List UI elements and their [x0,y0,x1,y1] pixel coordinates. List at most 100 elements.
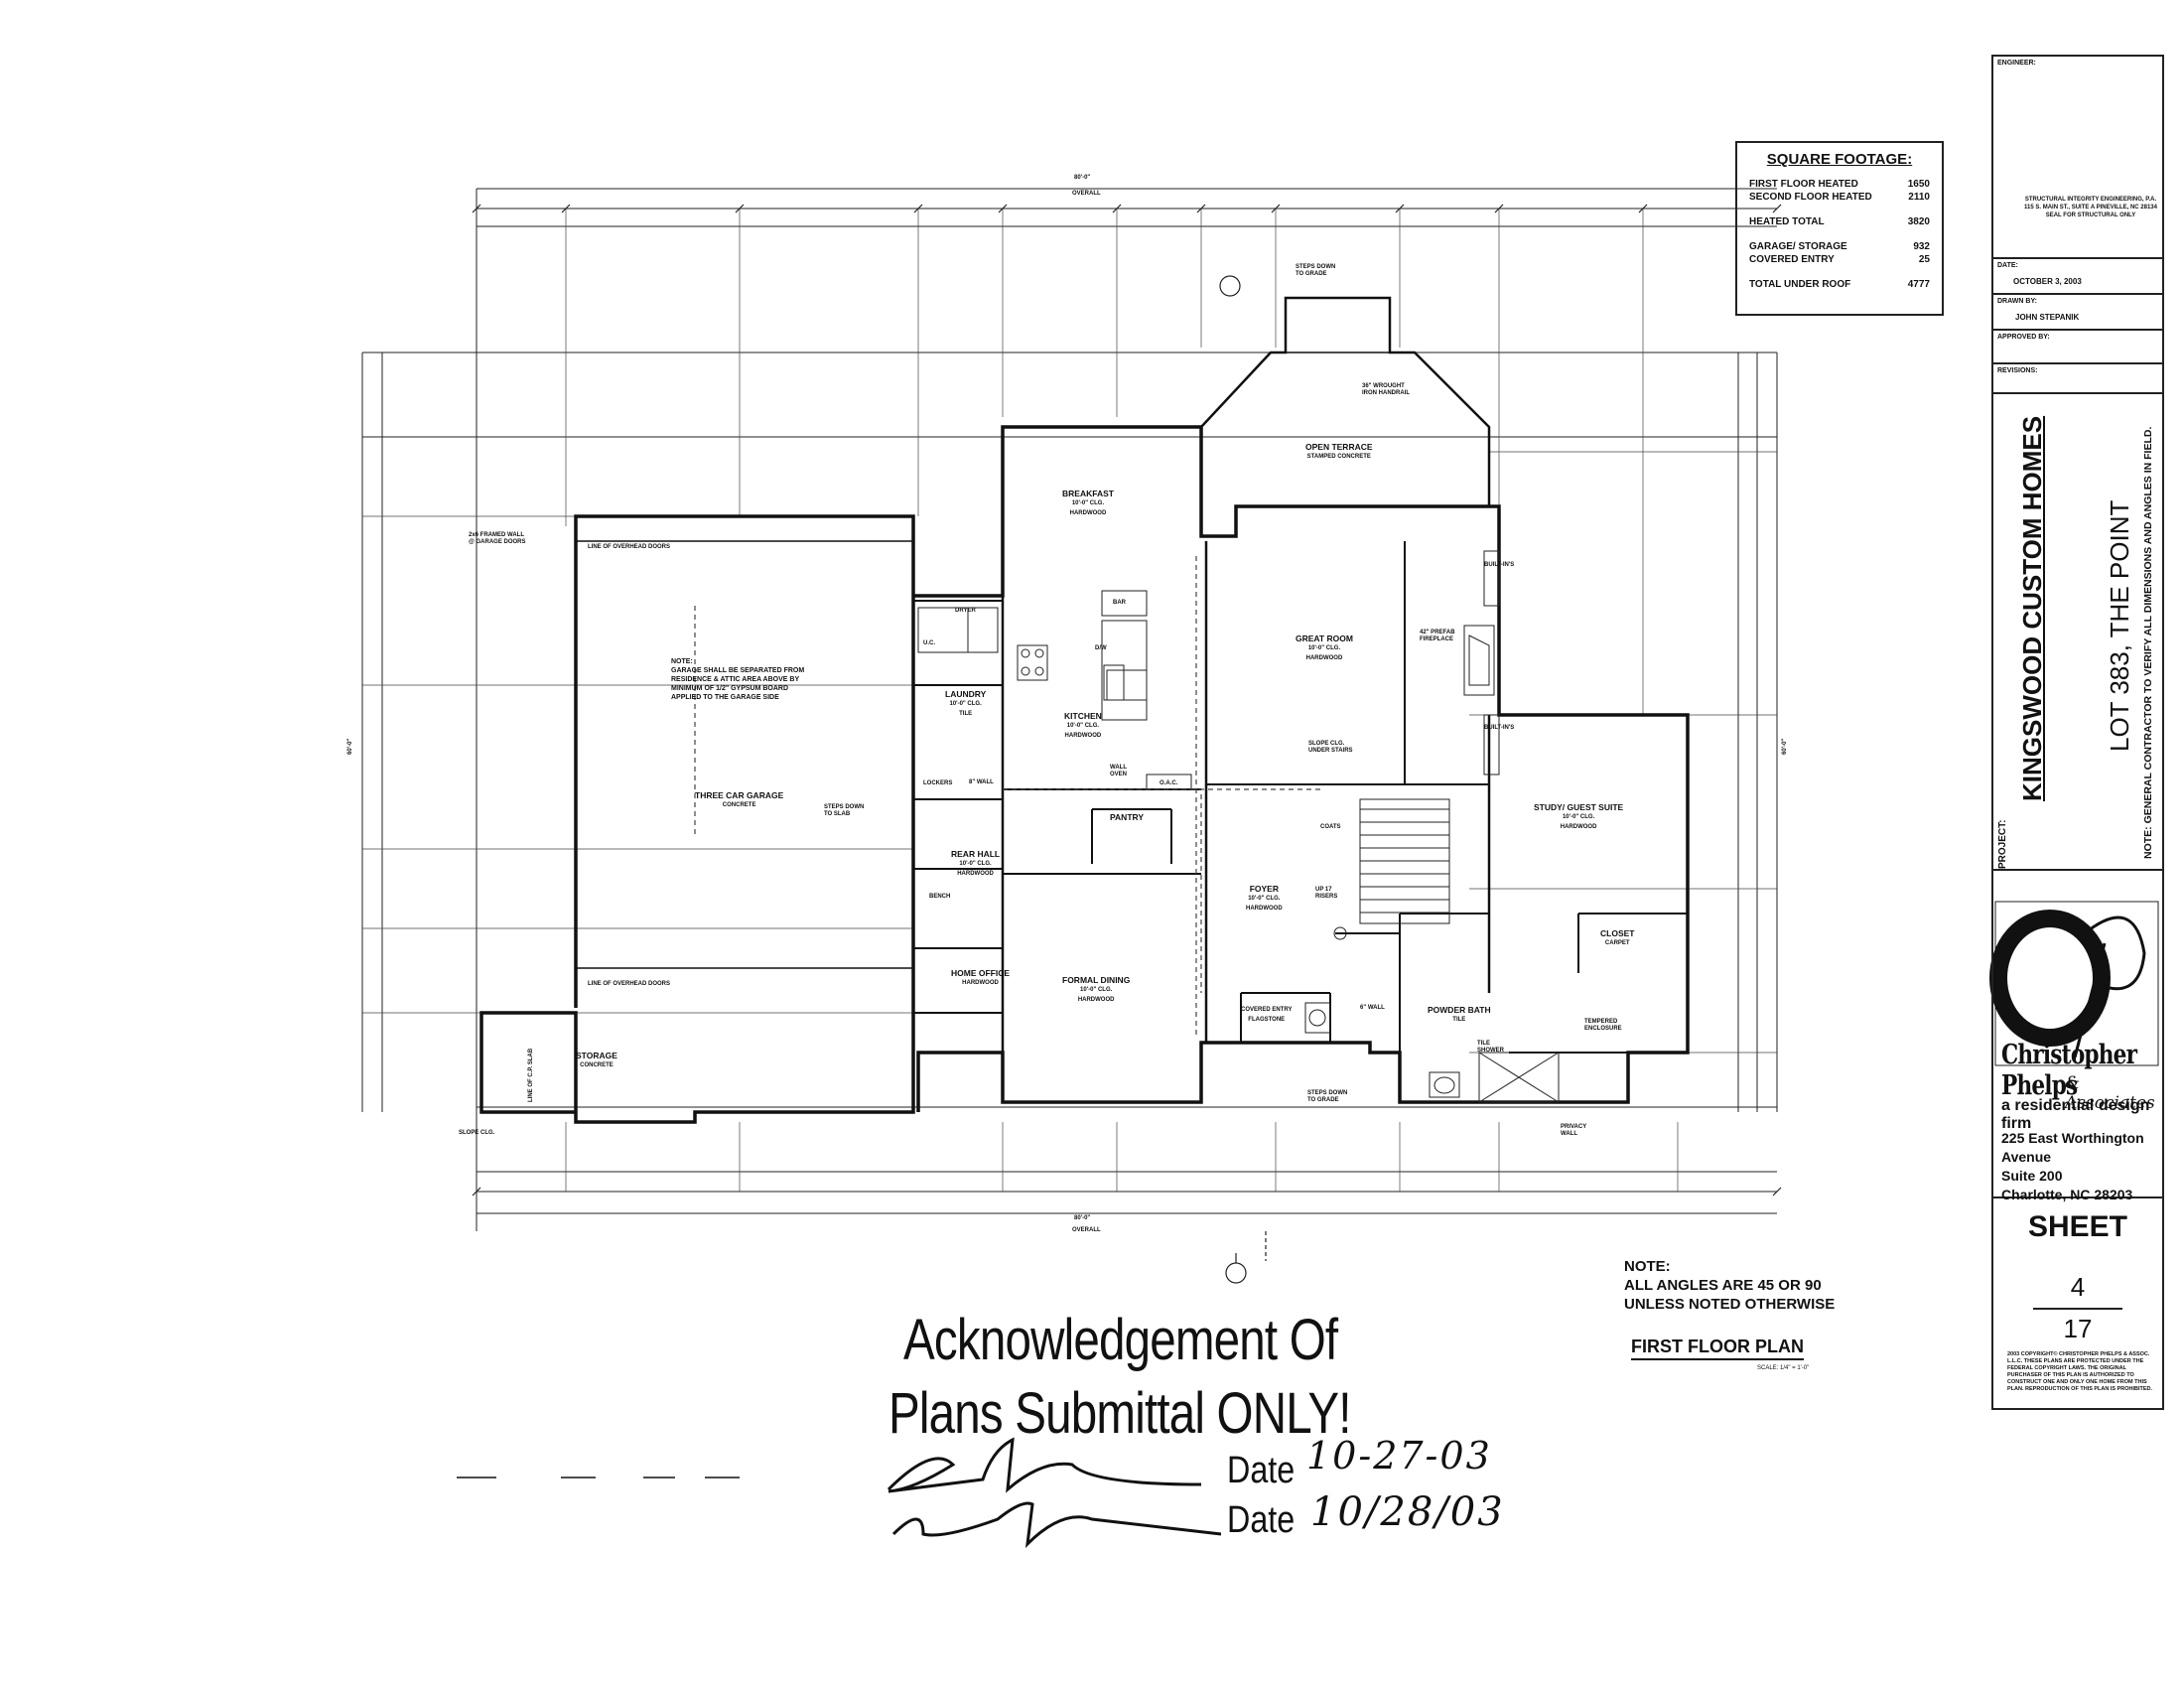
callout-line: @ GARAGE DOORS [469,539,526,545]
room-ceiling: 10'-0" CLG. [1080,987,1113,993]
room-floor: TILE [1452,1017,1466,1023]
room-ceiling: 10'-0" CLG. [1562,814,1595,820]
field-note: NOTE: GENERAL CONTRACTOR TO VERIFY ALL D… [2142,426,2154,859]
room-floor: FLAGSTONE [1248,1017,1286,1023]
stamp-date-value-1: 10-27-03 [1306,1434,1492,1478]
callout-overhead-top: LINE OF OVERHEAD DOORS [588,544,671,550]
room-pantry: PANTRY [1110,812,1144,822]
room-floor: HARDWOOD [962,980,999,986]
room-name: LAUNDRY [945,689,987,699]
sqft-label: HEATED TOTAL [1749,216,1825,227]
engineer-label: ENGINEER: [1997,60,2036,67]
revisions-section: REVISIONS: [1993,364,2162,394]
dim-overall-label-top: OVERALL [1072,191,1101,197]
room-name: PANTRY [1110,812,1144,822]
drawn-by-section: DRAWN BY: JOHN STEPANIK [1993,295,2162,331]
sqft-value: 25 [1918,254,1930,265]
callout-line: UP 17 [1315,887,1332,893]
room-floor: HARDWOOD [957,871,994,877]
room-name: FORMAL DINING [1062,975,1131,985]
callout-wall-8: 8" WALL [969,779,994,785]
callout-lockers: LOCKERS [923,780,953,786]
stamp-date-label-1: Date [1227,1450,1296,1491]
section-markers [1219,275,1267,1284]
drawn-by-value: JOHN STEPANIK [2015,313,2080,322]
garage-wall [479,514,915,1124]
room-floor: CONCRETE [580,1062,614,1068]
engineer-section: ENGINEER: STRUCTURAL INTEGRITY ENGINEERI… [1993,57,2162,259]
callout-line: ENCLOSURE [1584,1026,1622,1032]
sheet-section: SHEET 4 17 2003 COPYRIGHT© CHRISTOPHER P… [1993,1198,2162,1407]
note-line: NOTE: [1624,1258,1671,1275]
room-open-terrace: OPEN TERRACE STAMPED CONCRETE [1305,442,1373,462]
firm-name: Christopher Phelps [2001,1040,2137,1101]
room-name: GREAT ROOM [1296,633,1353,643]
room-name: OPEN TERRACE [1305,442,1373,452]
firm-section: Christopher Phelps & Associates a reside… [1993,871,2162,1202]
note-line: ALL ANGLES ARE 45 OR 90 [1624,1277,1822,1294]
callout-oac: O.A.C. [1160,780,1178,786]
room-floor: HARDWOOD [1305,655,1343,661]
project-section: PROJECT: KINGSWOOD CUSTOM HOMES LOT 383,… [1993,394,2162,871]
dim-overall-bottom: 80'-0" [1074,1215,1091,1221]
callout-line: WALL [1110,765,1127,771]
room-floor: HARDWOOD [1077,997,1115,1003]
dim-overall-label-bottom: OVERALL [1072,1227,1101,1233]
callout-line: OVEN [1110,772,1128,777]
firm-logo [1989,901,2159,1066]
callout-line: STEPS DOWN [824,804,865,810]
room-ceiling: 10'-0" CLG. [1248,896,1281,902]
callout-cp-slab: LINE OF C.P. SLAB [528,1048,534,1102]
date-value: OCTOBER 3, 2003 [2013,277,2082,286]
room-name: THREE CAR GARAGE [695,790,784,800]
room-floor: TILE [959,711,973,717]
firm-associates: & Associates [2065,1073,2155,1113]
callout-coats: COATS [1320,824,1341,830]
callout-line: TO GRADE [1296,271,1327,277]
room-floor: HARDWOOD [1069,510,1107,516]
callout-line: STEPS DOWN [1296,264,1336,270]
room-formal-dining: FORMAL DINING 10'-0" CLG. HARDWOOD [1062,975,1130,1005]
callout-line: RISERS [1315,894,1338,900]
sheet-number: 4 [2070,1272,2086,1302]
sqft-label: FIRST FLOOR HEATED [1749,179,1858,190]
room-floor: CARPET [1604,940,1630,946]
kitchen-fixtures [917,550,1560,1103]
room-floor: STAMPED CONCRETE [1306,454,1371,460]
approved-by-label: APPROVED BY: [1997,334,2050,341]
walls [479,296,1690,1124]
callout-line: TILE [1477,1041,1490,1047]
callout-line: SLOPE CLG. [1308,741,1345,747]
sqft-label: COVERED ENTRY [1749,254,1835,265]
sqft-value: 4777 [1907,279,1930,290]
note-line: MINIMUM OF 1/2" GYPSUM BOARD [671,685,789,692]
firm-address: 225 East Worthington Avenue Suite 200 Ch… [2001,1129,2162,1204]
callout-line: FIREPLACE [1420,636,1454,642]
callout-line: 42" PREFAB [1420,630,1455,635]
callout-line: SHOWER [1477,1048,1504,1054]
callout-line: UNDER STAIRS [1308,748,1353,754]
engineer-text: STRUCTURAL INTEGRITY ENGINEERING, P.A. 1… [2024,197,2157,218]
sqft-value: 2110 [1908,192,1930,203]
callout-slope-stairs: SLOPE CLG.UNDER STAIRS [1308,741,1353,755]
project-name: KINGSWOOD CUSTOM HOMES [2017,415,2047,801]
angles-note: NOTE: ALL ANGLES ARE 45 OR 90 UNLESS NOT… [1624,1257,1835,1314]
room-name: POWDER BATH [1428,1005,1491,1015]
callout-line: TO SLAB [824,811,851,817]
room-name: STORAGE [576,1051,617,1060]
dim-overall-top: 80'-0" [1074,175,1091,181]
